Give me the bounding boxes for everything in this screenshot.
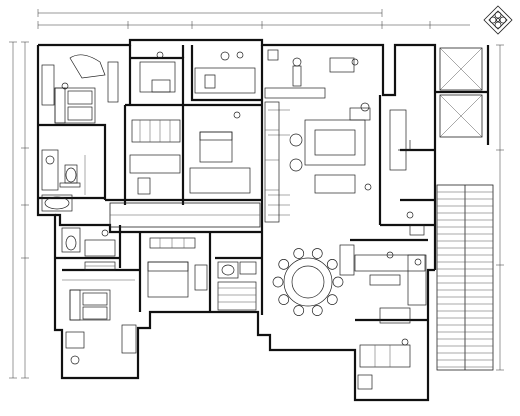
living-room bbox=[268, 102, 372, 216]
dining-chair bbox=[326, 294, 338, 305]
interior-walls bbox=[38, 45, 435, 322]
kitchen bbox=[354, 251, 427, 306]
elevator-shaft-1 bbox=[439, 47, 483, 91]
bedroom-4 bbox=[62, 279, 137, 365]
utility-room bbox=[357, 307, 411, 390]
dining-chair bbox=[272, 276, 284, 288]
compass-rose-icon bbox=[483, 5, 513, 35]
bathroom-2 bbox=[61, 227, 116, 271]
right-dimension-line bbox=[496, 44, 504, 371]
dining-chair bbox=[311, 248, 323, 259]
master-bedroom bbox=[41, 54, 119, 124]
study-room bbox=[194, 51, 256, 94]
entry-foyer bbox=[264, 49, 359, 99]
storage-cabinet bbox=[264, 101, 280, 223]
bedroom-5 bbox=[147, 237, 208, 298]
elevator-shaft-2 bbox=[439, 94, 483, 138]
left-dimension-line bbox=[9, 41, 29, 379]
dining-chair bbox=[278, 294, 290, 305]
dining-chair bbox=[293, 248, 305, 259]
top-dimension-line bbox=[37, 9, 470, 29]
staircase bbox=[436, 184, 494, 371]
dining-chair bbox=[311, 305, 323, 316]
bedroom-3 bbox=[189, 111, 251, 194]
dining-chair bbox=[326, 259, 338, 270]
dining-chair bbox=[293, 305, 305, 316]
dining-chair bbox=[278, 259, 290, 270]
service-area bbox=[389, 109, 425, 236]
bedroom-2 bbox=[129, 51, 181, 195]
cross-corridor bbox=[109, 202, 261, 228]
exterior-walls bbox=[36, 38, 437, 402]
bathroom-3 bbox=[217, 261, 257, 311]
master-bathroom bbox=[41, 149, 86, 212]
dining-chair bbox=[332, 276, 344, 288]
dining-area bbox=[272, 244, 355, 316]
